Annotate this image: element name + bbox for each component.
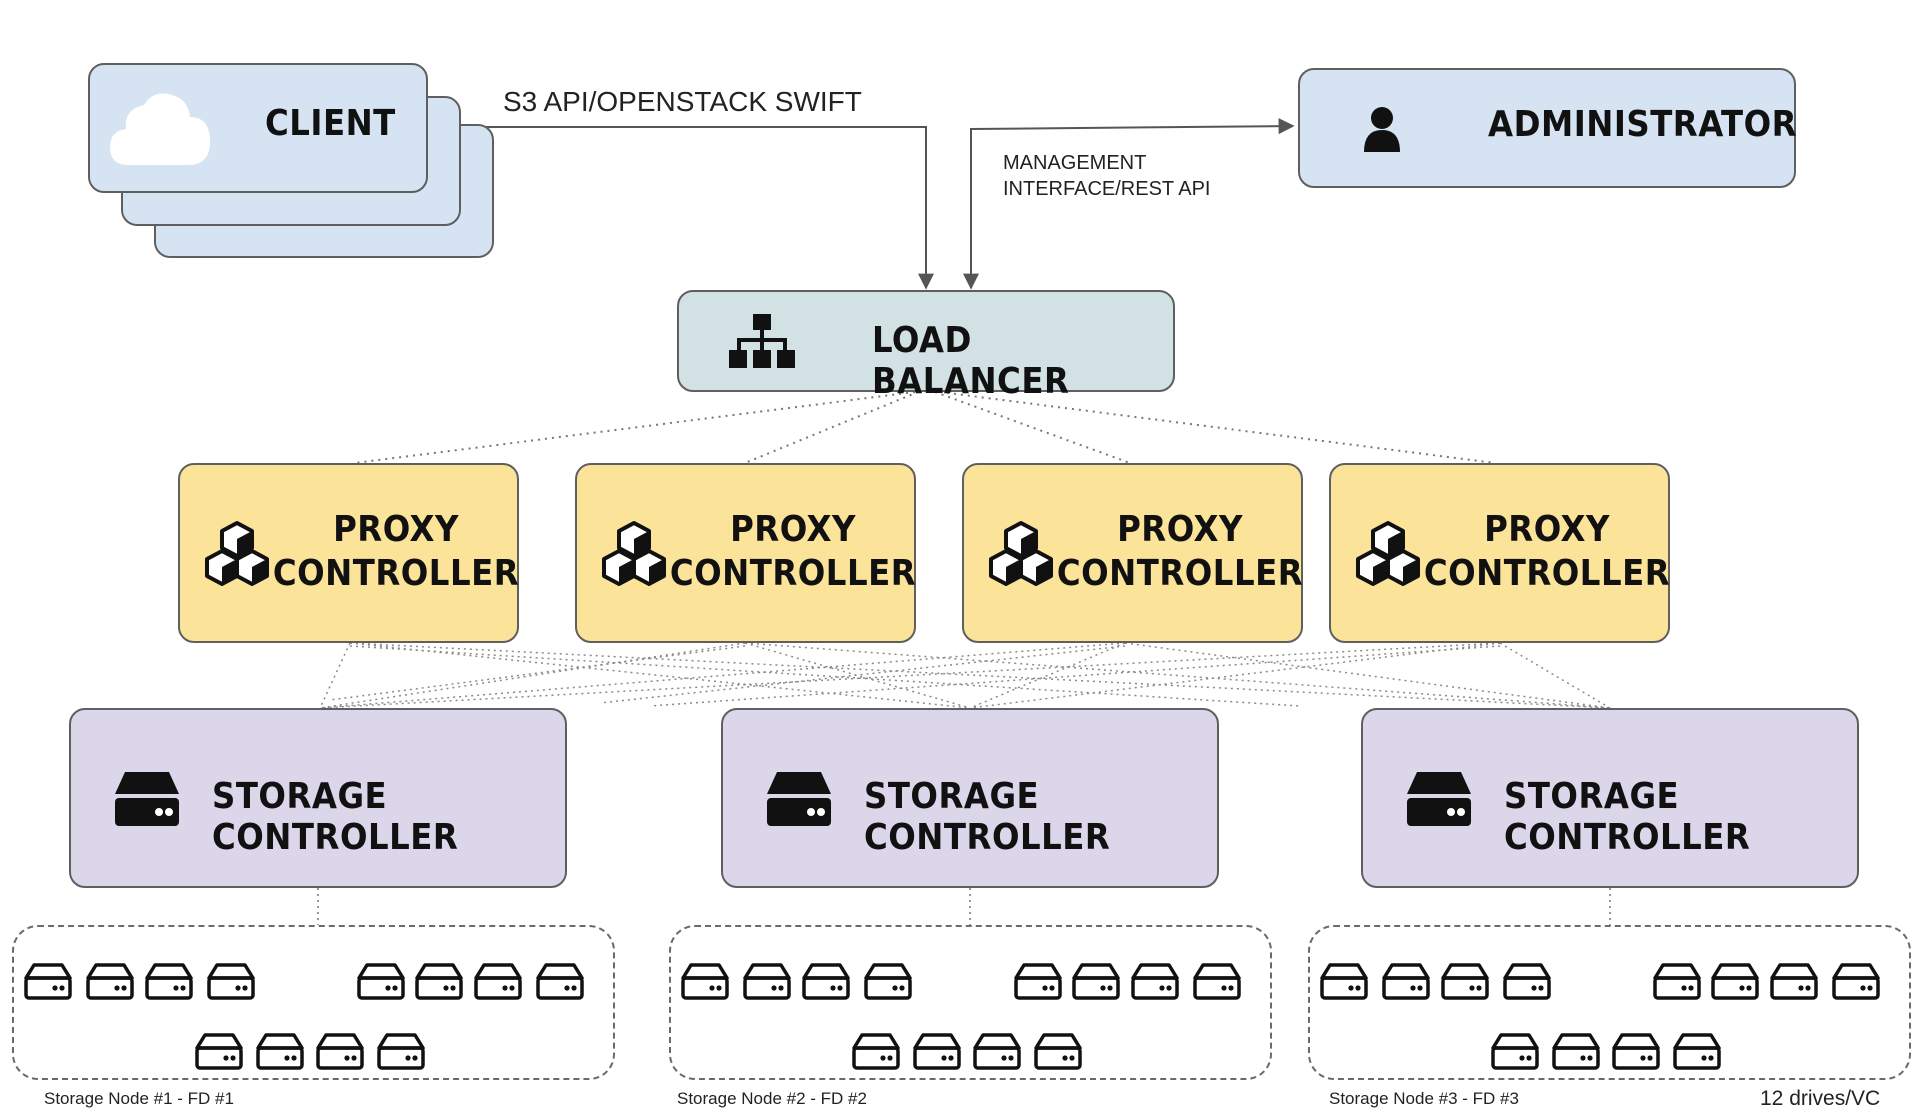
- client-api-label: S3 API/OPENSTACK SWIFT: [503, 86, 862, 117]
- administrator-box[interactable]: ADMINISTRATOR: [1298, 68, 1798, 188]
- hard-drive-icon: [1034, 1032, 1082, 1075]
- hard-drive-icon: [1193, 962, 1241, 1005]
- proxy-controller-2-line1: PROXY: [730, 509, 856, 550]
- proxy-controller-3[interactable]: PROXY CONTROLLER: [962, 463, 1303, 643]
- hard-drive-icon: [377, 1032, 425, 1075]
- admin-api-label-line2: INTERFACE/REST API: [1003, 178, 1211, 200]
- user-icon: [1364, 107, 1400, 152]
- server-icon: [115, 772, 179, 826]
- hard-drive-icon: [316, 1032, 364, 1075]
- hard-drive-icon: [1441, 962, 1489, 1005]
- storage-node-2-label: Storage Node #2 - FD #2: [677, 1089, 867, 1108]
- cloud-icon: [110, 93, 211, 165]
- proxy-controller-4[interactable]: PROXY CONTROLLER: [1329, 463, 1670, 643]
- admin-api-label-line1: MANAGEMENT: [1003, 152, 1147, 174]
- hard-drive-icon: [913, 1032, 961, 1075]
- proxy-controller-1-line2: CONTROLLER: [272, 553, 520, 594]
- hard-drive-icon: [415, 962, 463, 1005]
- hard-drive-icon: [357, 962, 405, 1005]
- server-icon: [1407, 772, 1471, 826]
- hard-drive-icon: [1770, 962, 1818, 1005]
- proxy-controller-1-line1: PROXY: [333, 509, 459, 550]
- lb-to-proxy-links: [354, 391, 1496, 464]
- proxy-controller-3-line1: PROXY: [1117, 509, 1243, 550]
- hard-drive-icon: [1503, 962, 1551, 1005]
- hard-drive-icon: [1673, 1032, 1721, 1075]
- hard-drive-icon: [145, 962, 193, 1005]
- storage-controller-1-title: STORAGE CONTROLLER: [212, 776, 459, 858]
- hard-drive-icon: [1131, 962, 1179, 1005]
- cubes-icon: [989, 521, 1053, 586]
- storage-node-1[interactable]: [12, 925, 615, 1080]
- hard-drive-icon: [1320, 962, 1368, 1005]
- cubes-icon: [602, 521, 666, 586]
- hard-drive-icon: [864, 962, 912, 1005]
- network-tree-icon: [729, 314, 795, 368]
- hard-drive-icon: [536, 962, 584, 1005]
- storage-controller-2-title: STORAGE CONTROLLER: [864, 776, 1111, 858]
- hard-drive-icon: [1491, 1032, 1539, 1075]
- hard-drive-icon: [1612, 1032, 1660, 1075]
- drives-per-vc-footnote: 12 drives/VC: [1760, 1087, 1881, 1110]
- hard-drive-icon: [973, 1032, 1021, 1075]
- storage-controller-1[interactable]: STORAGE CONTROLLER: [69, 708, 567, 888]
- storage-controller-3-title: STORAGE CONTROLLER: [1504, 776, 1751, 858]
- proxy-controller-4-line1: PROXY: [1484, 509, 1610, 550]
- storage-controller-3[interactable]: STORAGE CONTROLLER: [1361, 708, 1859, 888]
- hard-drive-icon: [743, 962, 791, 1005]
- hard-drive-icon: [1711, 962, 1759, 1005]
- storage-node-2[interactable]: [669, 925, 1272, 1080]
- hard-drive-icon: [1014, 962, 1062, 1005]
- client-to-lb-arrow: [432, 126, 934, 290]
- client-box[interactable]: CLIENT: [88, 63, 428, 193]
- controller-to-node-links: [317, 888, 1611, 925]
- load-balancer-title: LOAD BALANCER: [872, 320, 1070, 402]
- server-icon: [767, 772, 831, 826]
- proxy-controller-3-line2: CONTROLLER: [1056, 553, 1304, 594]
- hard-drive-icon: [1552, 1032, 1600, 1075]
- hard-drive-icon: [1382, 962, 1430, 1005]
- cubes-icon: [1356, 521, 1420, 586]
- hard-drive-icon: [474, 962, 522, 1005]
- hard-drive-icon: [256, 1032, 304, 1075]
- admin-lb-arrow: [963, 118, 1295, 290]
- load-balancer-box[interactable]: LOAD BALANCER: [677, 290, 1175, 402]
- hard-drive-icon: [852, 1032, 900, 1075]
- client-title: CLIENT: [265, 103, 396, 144]
- proxy-controller-2[interactable]: PROXY CONTROLLER: [575, 463, 916, 643]
- hard-drive-icon: [207, 962, 255, 1005]
- hard-drive-icon: [86, 962, 134, 1005]
- hard-drive-icon: [681, 962, 729, 1005]
- proxy-controller-2-line2: CONTROLLER: [669, 553, 917, 594]
- hard-drive-icon: [1832, 962, 1880, 1005]
- hard-drive-icon: [24, 962, 72, 1005]
- hard-drive-icon: [1653, 962, 1701, 1005]
- cubes-icon: [205, 521, 269, 586]
- hard-drive-icon: [1072, 962, 1120, 1005]
- storage-node-3[interactable]: [1308, 925, 1911, 1080]
- storage-controller-2[interactable]: STORAGE CONTROLLER: [721, 708, 1219, 888]
- proxy-controller-4-line2: CONTROLLER: [1423, 553, 1671, 594]
- storage-node-1-label: Storage Node #1 - FD #1: [44, 1089, 234, 1108]
- proxy-to-storage-mesh: [319, 642, 1611, 709]
- hard-drive-icon: [802, 962, 850, 1005]
- administrator-title: ADMINISTRATOR: [1488, 104, 1798, 145]
- storage-node-3-label: Storage Node #3 - FD #3: [1329, 1089, 1519, 1108]
- hard-drive-icon: [195, 1032, 243, 1075]
- proxy-controller-1[interactable]: PROXY CONTROLLER: [178, 463, 519, 643]
